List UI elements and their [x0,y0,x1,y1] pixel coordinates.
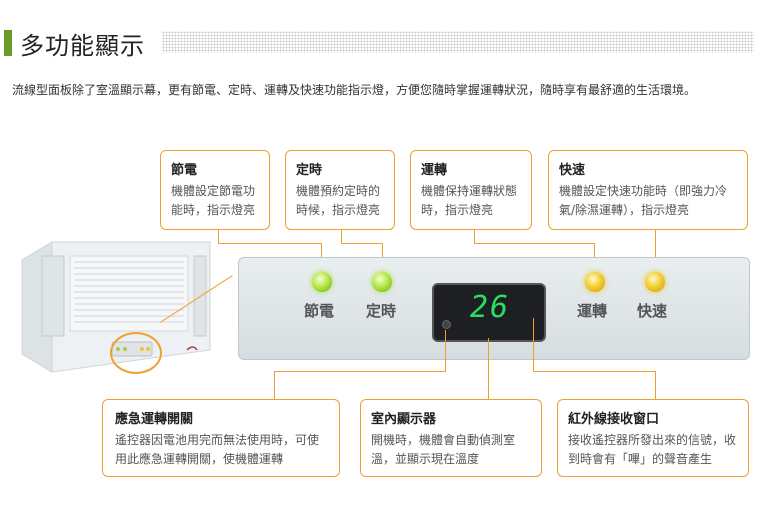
callout-desc: 機體保持運轉狀態時，指示燈亮 [421,184,518,217]
callout-title: 運轉 [421,163,448,178]
connector-line [218,243,322,244]
connector-line [474,243,595,244]
connector-line [488,338,489,399]
title-dotted-rule [162,31,754,53]
callout-emergency-switch: 應急運轉開關 遙控器因電池用完而無法使用時，可使用此應急運轉開關，使機體運轉 [102,399,340,477]
callout-title: 應急運轉開關 [115,412,194,427]
callout-title: 節電 [171,163,198,178]
intro-text: 流線型面板除了室溫顯示幕，更有節電、定時、運轉及快速功能指示燈，方便您隨時掌握運… [12,83,697,97]
callout-desc: 機體設定節電功能時，指示燈亮 [171,184,256,217]
connector-line [341,243,383,244]
callout-ir-receiver: 紅外線接收窗口 接收遙控器所發出來的信號，收到時會有「嗶」的聲音產生 [557,399,749,477]
connector-line [533,318,534,372]
callout-desc: 機體設定快速功能時（即強力冷氣/除濕運轉），指示燈亮 [559,184,728,217]
panel-label-power-saving: 節電 [304,302,335,320]
connector-line [274,371,275,399]
air-conditioner-illustration [21,241,211,373]
led-operation [585,272,605,292]
led-timer [372,272,392,292]
temperature-readout: 26 [469,290,511,325]
connector-line [655,371,656,399]
callout-title: 定時 [296,163,323,178]
connector-line [474,230,475,244]
callout-title: 室內顯示器 [371,412,437,427]
callout-desc: 接收遙控器所發出來的信號，收到時會有「嗶」的聲音產生 [568,433,737,466]
title-accent-bar [4,30,12,56]
callout-desc: 開機時，機體會自動偵測室溫，並顯示現在溫度 [371,433,516,466]
panel-label-operation: 運轉 [577,302,608,320]
callout-fast: 快速 機體設定快速功能時（即強力冷氣/除濕運轉），指示燈亮 [548,150,748,230]
connector-line [533,371,656,372]
page-title: 多功能顯示 [20,32,145,60]
callout-timer: 定時 機體預約定時的時候，指示燈亮 [285,150,395,230]
callout-title: 快速 [559,163,586,178]
connector-line [445,330,446,372]
emergency-switch-dot [442,320,451,329]
indoor-display-screen [432,283,546,342]
zoom-circle [110,332,162,374]
connector-line [341,230,342,244]
panel-label-fast: 快速 [637,302,668,320]
callout-operation: 運轉 機體保持運轉狀態時，指示燈亮 [410,150,532,230]
callout-indoor-display: 室內顯示器 開機時，機體會自動偵測室溫，並顯示現在溫度 [360,399,542,477]
led-fast [645,272,665,292]
connector-line [274,371,446,372]
callout-title: 紅外線接收窗口 [568,412,660,427]
connector-line [218,230,219,244]
callout-power-saving: 節電 機體設定節電功能時，指示燈亮 [160,150,270,230]
led-power-saving [312,272,332,292]
panel-label-timer: 定時 [366,302,397,320]
callout-desc: 機體預約定時的時候，指示燈亮 [296,184,381,217]
connector-line [655,230,656,273]
callout-desc: 遙控器因電池用完而無法使用時，可使用此應急運轉開關，使機體運轉 [115,433,320,466]
